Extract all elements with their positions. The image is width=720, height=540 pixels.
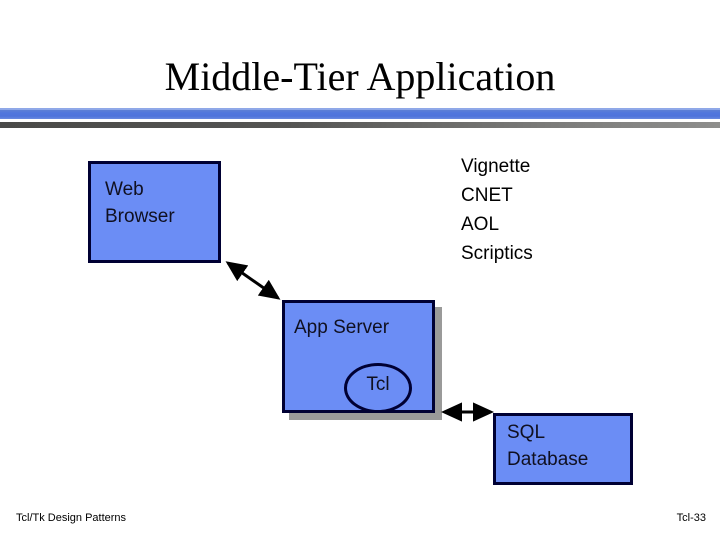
- diagram-node-sql-database: [493, 413, 633, 485]
- diagram-node-sql-database-label: SQL Database: [507, 422, 589, 470]
- diagram-node-tcl: [344, 363, 412, 413]
- diagram-node-tcl-label: Tcl: [366, 374, 390, 395]
- footer-right: Tcl-33: [676, 512, 706, 524]
- connector-browser-appserver: [225, 261, 281, 300]
- diagram-node-web-browser-label: Web Browser: [105, 179, 175, 227]
- title-rule-highlight: [0, 108, 720, 110]
- footer-left: Tcl/Tk Design Patterns: [16, 512, 127, 524]
- diagram-node-app-server-label: App Server: [294, 317, 390, 338]
- list-item: Scriptics: [461, 243, 533, 264]
- title-rule-blue: [0, 110, 720, 119]
- title-rule-gray: [0, 122, 720, 128]
- diagram-node-web-browser: [88, 161, 221, 263]
- page-title: Middle-Tier Application: [164, 54, 556, 99]
- list-item: AOL: [461, 214, 500, 235]
- service-list: Vignette CNET AOL Scriptics: [461, 152, 533, 268]
- list-item: Vignette: [461, 156, 531, 177]
- list-item: CNET: [461, 185, 513, 206]
